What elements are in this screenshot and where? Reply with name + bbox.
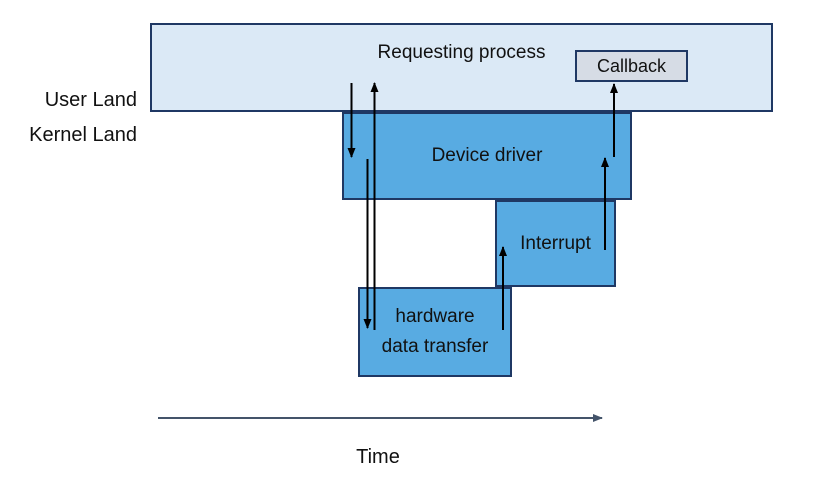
interrupt-label: Interrupt <box>520 232 591 254</box>
device-driver-label: Device driver <box>431 145 543 166</box>
hardware-data-transfer-box: hardware data transfer <box>358 287 512 377</box>
callback-box: Callback <box>575 50 688 82</box>
requesting-process-label: Requesting process <box>377 42 546 63</box>
user-land-region-label: User Land <box>44 89 137 111</box>
hardware-label-line2: data transfer <box>381 336 489 357</box>
hardware-label-line1: hardware <box>395 306 475 327</box>
interrupt-box: Interrupt <box>495 200 616 287</box>
kernel-land-region-label: Kernel Land <box>29 124 137 146</box>
device-driver-box: Device driver <box>342 112 632 200</box>
callback-label: Callback <box>596 55 667 76</box>
time-axis-label: Time <box>356 446 400 468</box>
